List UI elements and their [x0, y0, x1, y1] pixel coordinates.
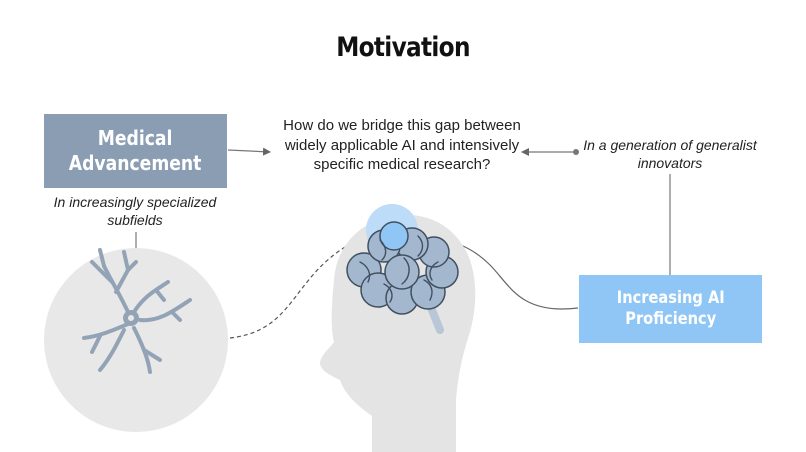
- central-question: How do we bridge this gap between widely…: [283, 117, 521, 173]
- medical-box-line2: Advancement: [69, 151, 202, 175]
- dashed-arrow-neuron-to-brain: [229, 236, 365, 339]
- slide-title: Motivation: [336, 32, 470, 63]
- ai-box-line2: Proficiency: [624, 309, 716, 329]
- neuron-nucleus-core: [128, 315, 134, 321]
- medical-box-line1: Medical: [98, 126, 173, 150]
- medical-advancement-box: Medical Advancement: [44, 114, 227, 188]
- medical-caption: In increasingly specialized subfields: [53, 194, 217, 229]
- neuron-circle: [44, 248, 228, 432]
- arrow-medical-to-question: [227, 147, 271, 156]
- connector-dot: [573, 149, 579, 155]
- ai-box-line1: Increasing AI: [616, 287, 725, 308]
- ai-proficiency-box: Increasing AI Proficiency: [579, 275, 762, 343]
- generalist-caption: In a generation of generalist innovators: [583, 137, 757, 172]
- neuron-icon: [82, 248, 192, 374]
- brain-icon: [346, 221, 459, 315]
